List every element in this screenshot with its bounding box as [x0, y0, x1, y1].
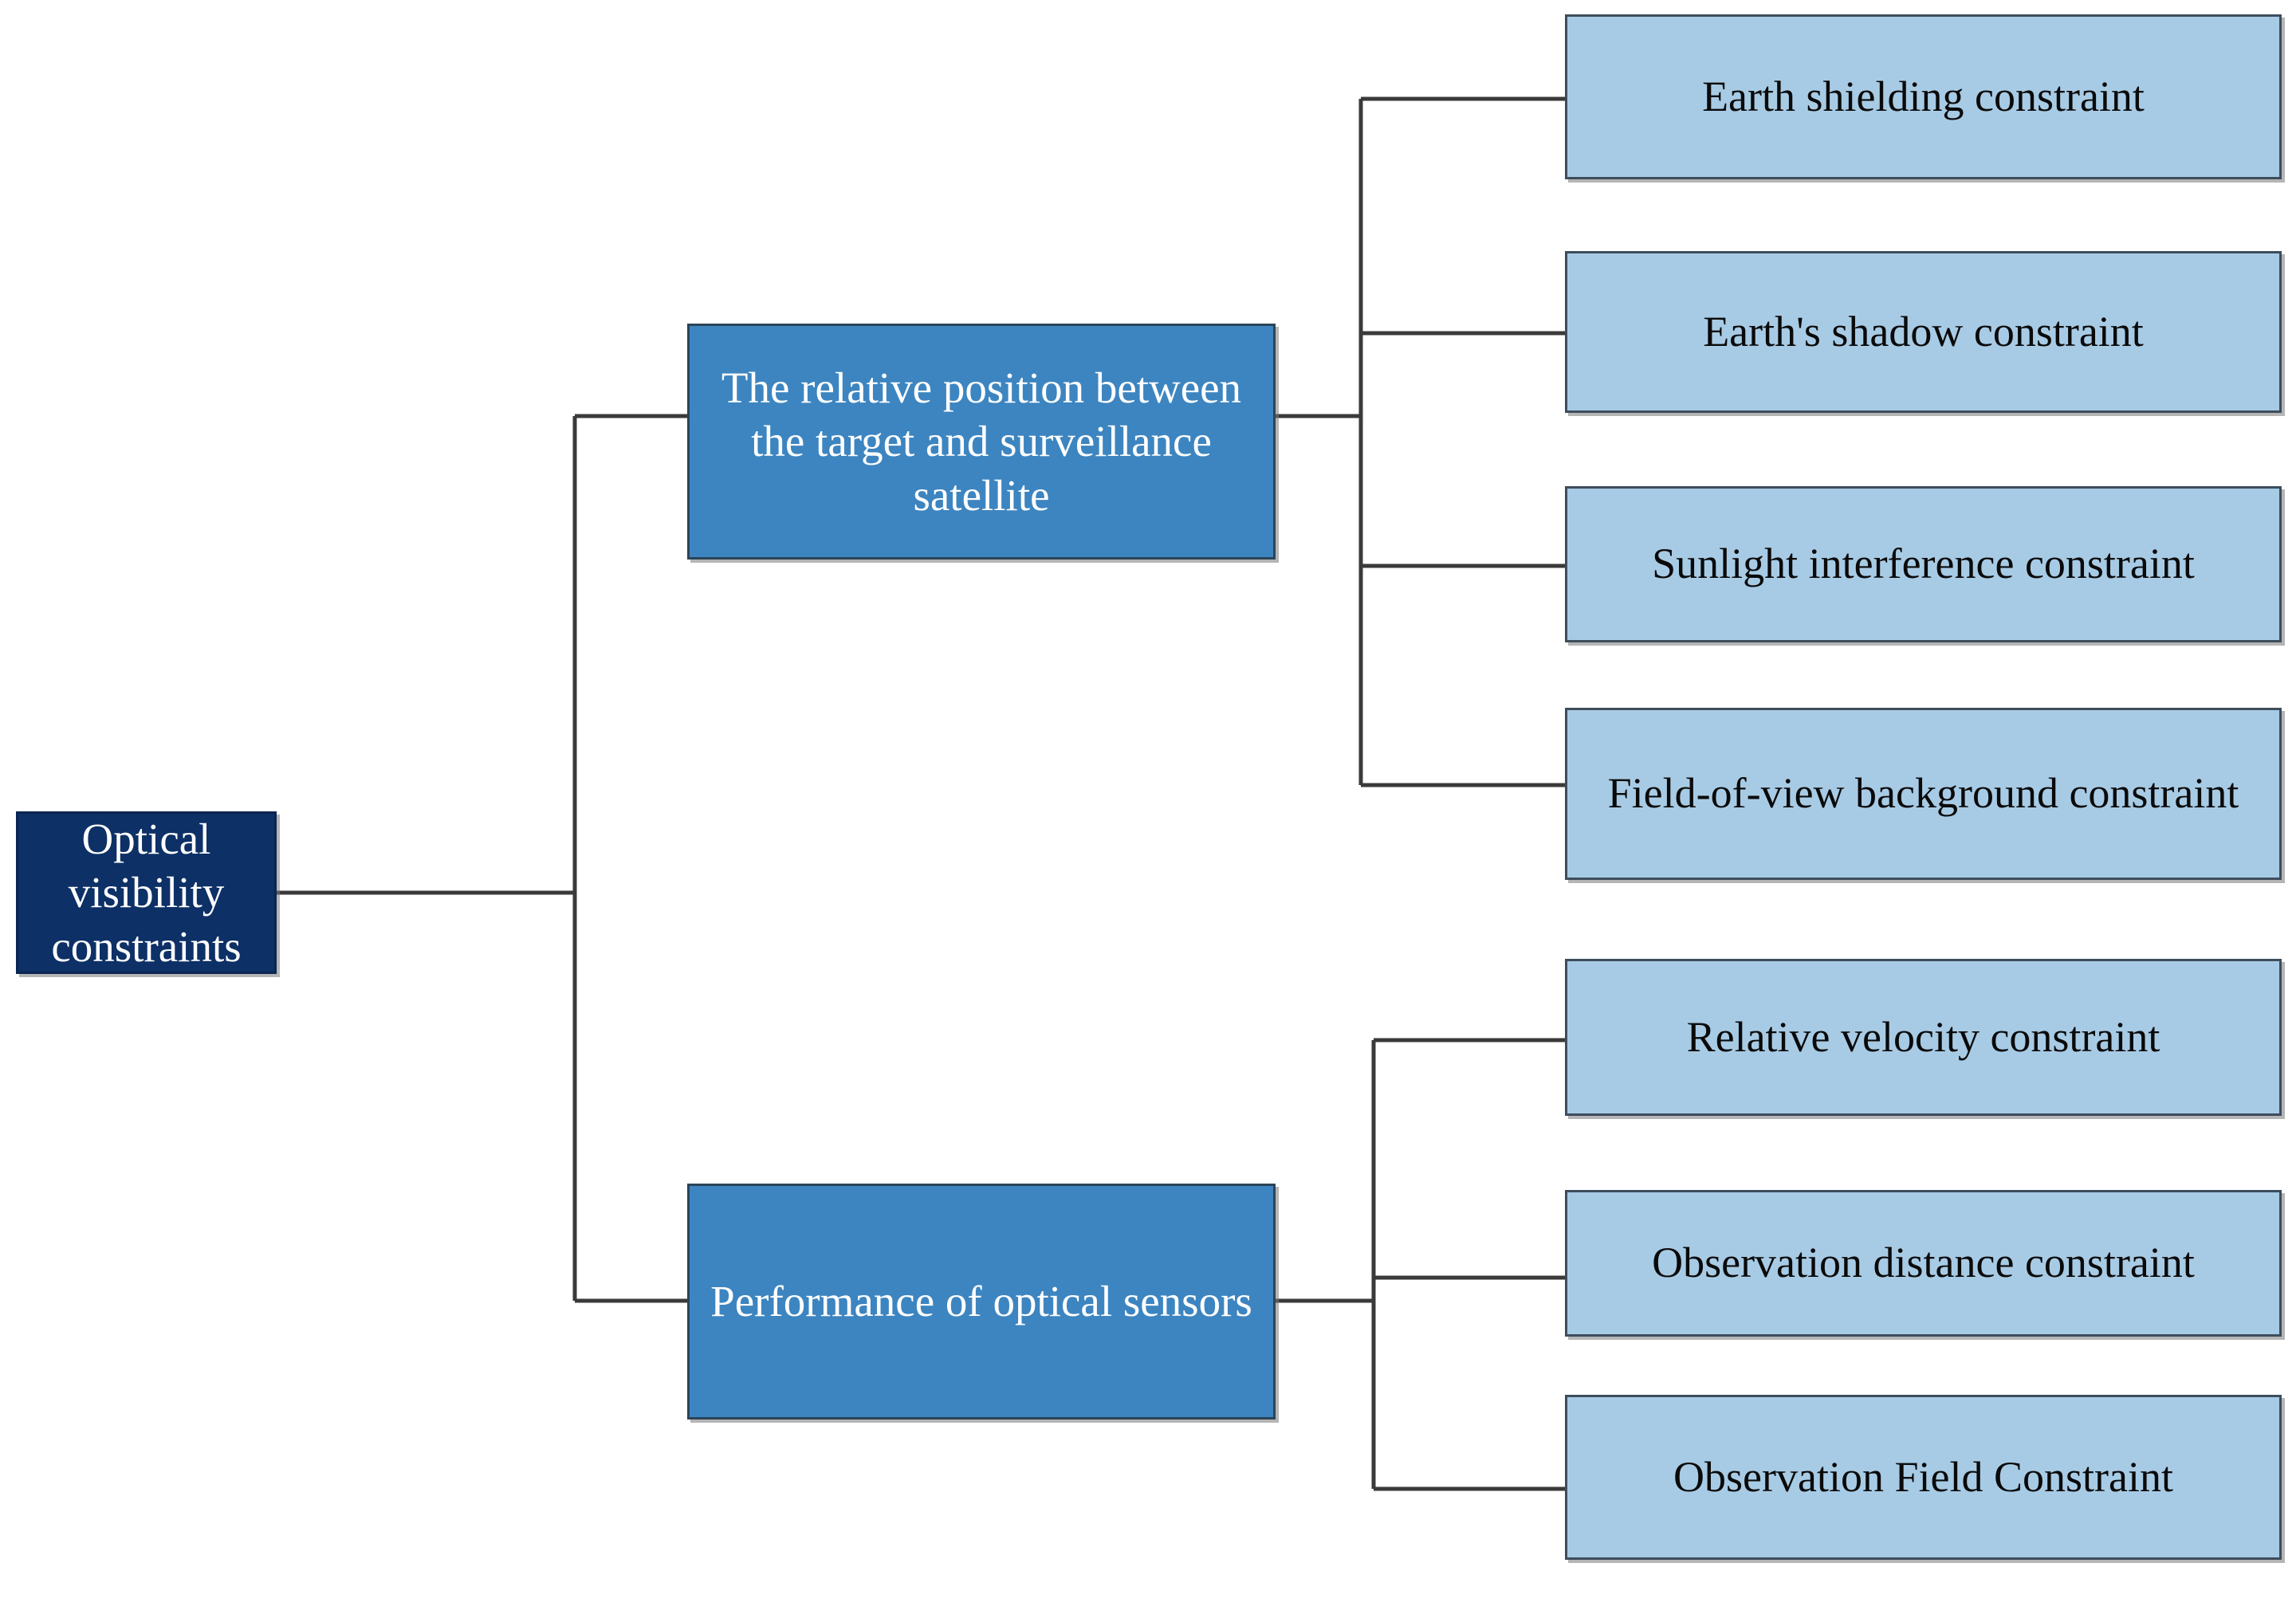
- node-leaf-observation-field-constraint[interactable]: Observation Field Constraint: [1565, 1395, 2282, 1560]
- node-branch-relative-position[interactable]: The relative position between the target…: [687, 324, 1276, 560]
- node-leaf-field-of-view-background-constraint[interactable]: Field-of-view background constraint: [1565, 708, 2282, 880]
- node-leaf-2-label: Earth's shadow constraint: [1703, 307, 2144, 355]
- node-leaf-earth-shielding-constraint[interactable]: Earth shielding constraint: [1565, 14, 2282, 179]
- node-leaf-sunlight-interference-constraint[interactable]: Sunlight interference constraint: [1565, 486, 2282, 642]
- node-leaf-observation-distance-constraint[interactable]: Observation distance constraint: [1565, 1190, 2282, 1337]
- node-leaf-4-label: Field-of-view background constraint: [1607, 769, 2239, 818]
- node-leaf-7-label: Observation Field Constraint: [1673, 1452, 2173, 1501]
- node-leaf-6-label: Observation distance constraint: [1652, 1239, 2195, 1287]
- node-root-optical-visibility-constraints[interactable]: Optical visibility constraints: [16, 811, 277, 974]
- node-leaf-5-label: Relative velocity constraint: [1686, 1012, 2160, 1061]
- node-leaf-earths-shadow-constraint[interactable]: Earth's shadow constraint: [1565, 251, 2282, 413]
- node-branch-1-label: The relative position between the target…: [721, 363, 1242, 520]
- node-root-label: Optical visibility constraints: [51, 815, 242, 971]
- node-branch-2-label: Performance of optical sensors: [710, 1277, 1252, 1326]
- node-leaf-relative-velocity-constraint[interactable]: Relative velocity constraint: [1565, 959, 2282, 1116]
- node-leaf-1-label: Earth shielding constraint: [1702, 72, 2145, 120]
- node-branch-performance-of-optical-sensors[interactable]: Performance of optical sensors: [687, 1184, 1276, 1420]
- node-leaf-3-label: Sunlight interference constraint: [1652, 540, 2195, 588]
